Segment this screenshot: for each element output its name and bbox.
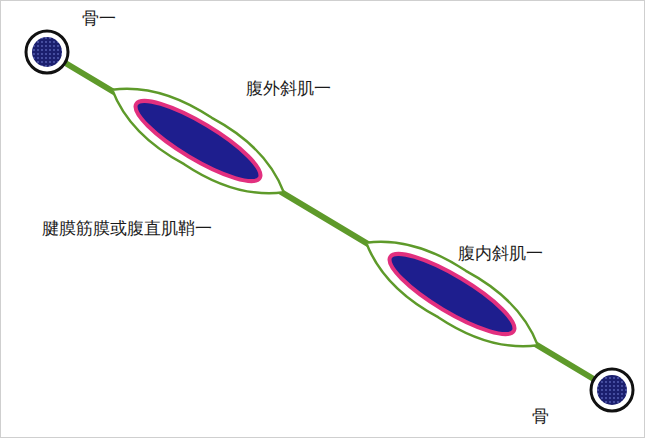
bone-symbol (26, 31, 68, 73)
part-label: 骨一 (82, 8, 116, 28)
internal-oblique (352, 219, 552, 369)
part-label: 腱膜筋膜或腹直肌鞘一 (42, 218, 212, 238)
bone-symbol (591, 369, 633, 411)
part-label: 腹内斜肌一 (458, 243, 543, 263)
part-label: 腹外斜肌一 (246, 78, 331, 98)
part-label: 骨 (532, 406, 549, 426)
